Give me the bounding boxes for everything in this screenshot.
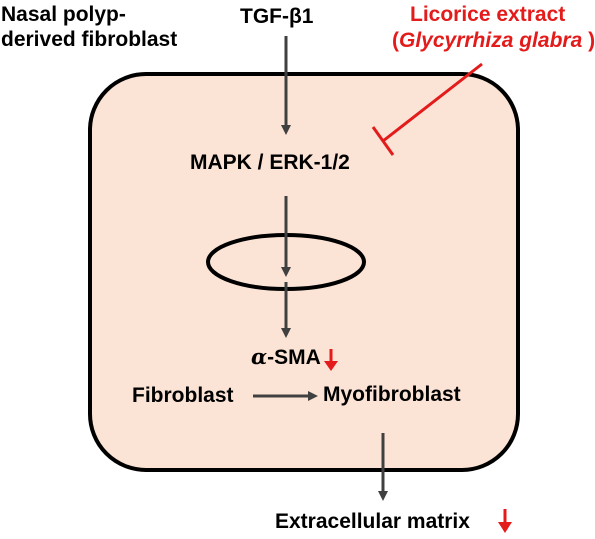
marker-rest: -SMA <box>267 346 321 369</box>
marker-label: α-SMA <box>251 344 321 370</box>
cell-start-label: Fibroblast <box>132 384 234 407</box>
cell-body <box>88 72 520 472</box>
pathway-label: MAPK / ERK-1/2 <box>190 151 350 174</box>
ecm-down-arrow-icon <box>498 509 512 533</box>
inhibition-line <box>382 62 483 143</box>
output-label: Extracellular matrix <box>275 510 470 533</box>
inhibitor-latin: Glycyrrhiza glabra <box>399 29 583 52</box>
inhibitor-latin-line: (Glycyrrhiza glabra ) <box>392 28 595 53</box>
sma-down-arrow-icon <box>324 349 338 371</box>
inhibitor-name: Licorice extract <box>410 3 566 26</box>
source-label-line1: Nasal polyp- <box>1 3 126 26</box>
source-label-line2: derived fibroblast <box>1 28 178 51</box>
paren-open: ( <box>392 29 399 52</box>
inhibition-bar <box>371 126 395 156</box>
signal-label: TGF-β1 <box>240 5 314 28</box>
paren-close: ) <box>582 29 595 52</box>
marker-greek: α <box>251 344 268 369</box>
cell-end-label: Myofibroblast <box>323 383 461 406</box>
